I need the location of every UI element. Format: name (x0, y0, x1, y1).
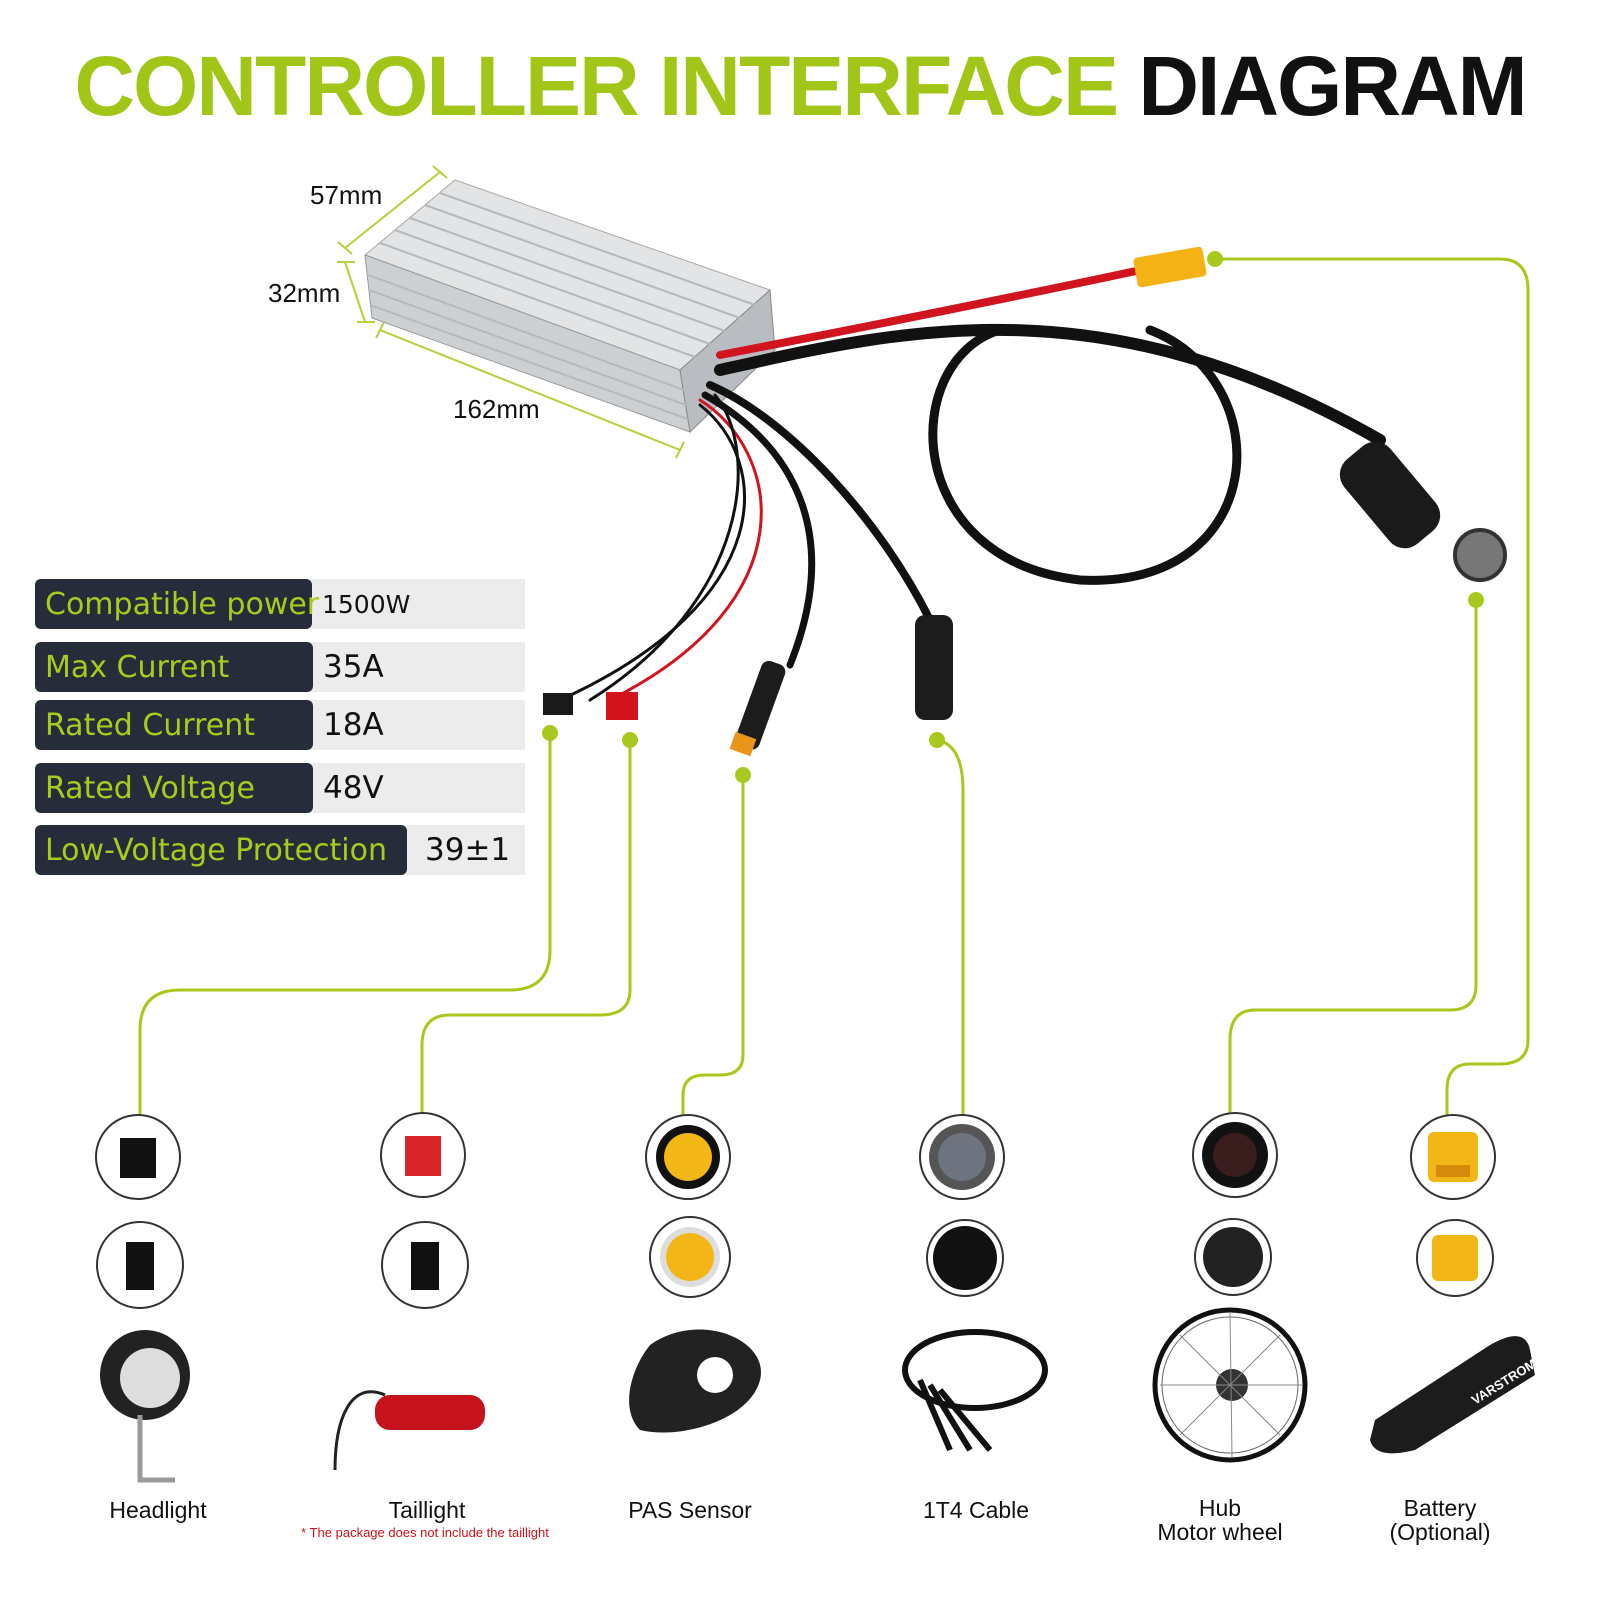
1t4-cable-image (902, 1329, 1048, 1452)
spec-label: Rated Current (35, 700, 313, 750)
taillight-note: * The package does not include the taill… (301, 1525, 549, 1540)
title-black: DIAGRAM (1138, 39, 1527, 133)
caption-taillight: Taillight (388, 1497, 466, 1523)
caption-line: Motor wheel (1157, 1519, 1283, 1545)
hub-motor-wheel-image (1152, 1307, 1308, 1463)
connection-lines (138, 257, 1530, 1118)
connection-dots (542, 251, 1484, 783)
spec-value: 35A (323, 649, 384, 685)
pas-sensor-image (629, 1329, 761, 1433)
dimension-length: 162mm (453, 394, 540, 424)
dimension-lines (337, 165, 685, 459)
caption-pas-sensor: PAS Sensor (628, 1497, 752, 1523)
spec-label: Compatible power (35, 579, 319, 629)
taillight-image (333, 1390, 485, 1471)
connector-faces (120, 1122, 1478, 1290)
caption-line: (Optional) (1389, 1519, 1491, 1545)
caption-line: Battery (1403, 1495, 1477, 1521)
spec-label: Rated Voltage (35, 763, 313, 813)
spec-value: 1500W (322, 589, 411, 619)
cables (558, 264, 1386, 702)
dimension-width: 57mm (310, 180, 383, 210)
spec-value: 48V (323, 770, 384, 806)
connector-icons (95, 1112, 1496, 1309)
page-title: CONTROLLER INTERFACE DIAGRAM (0, 38, 1600, 135)
caption-headlight: Headlight (109, 1497, 207, 1523)
spec-row-rated-current: Rated Current 18A (35, 700, 525, 750)
headlight-image (100, 1330, 190, 1483)
product-images: VARSTROM (100, 1307, 1539, 1483)
caption-line: Hub (1198, 1495, 1242, 1521)
caption-1t4-cable: 1T4 Cable (922, 1497, 1030, 1523)
spec-label: Max Current (35, 642, 313, 692)
spec-row-max-current: Max Current 35A (35, 642, 525, 692)
spec-value: 39±1 (425, 832, 511, 868)
spec-row-rated-voltage: Rated Voltage 48V (35, 763, 525, 813)
spec-label: Low-Voltage Protection (35, 825, 407, 875)
spec-row-low-voltage-protection: Low-Voltage Protection 39±1 (35, 825, 525, 875)
spec-value: 18A (323, 707, 384, 743)
dimension-height: 32mm (268, 278, 341, 308)
caption-battery: Battery(Optional) (1330, 1496, 1550, 1544)
cable-connectors (543, 246, 1507, 757)
battery-image: VARSTROM (1370, 1336, 1539, 1454)
title-green: CONTROLLER INTERFACE (74, 39, 1119, 133)
controller-box (364, 179, 776, 434)
